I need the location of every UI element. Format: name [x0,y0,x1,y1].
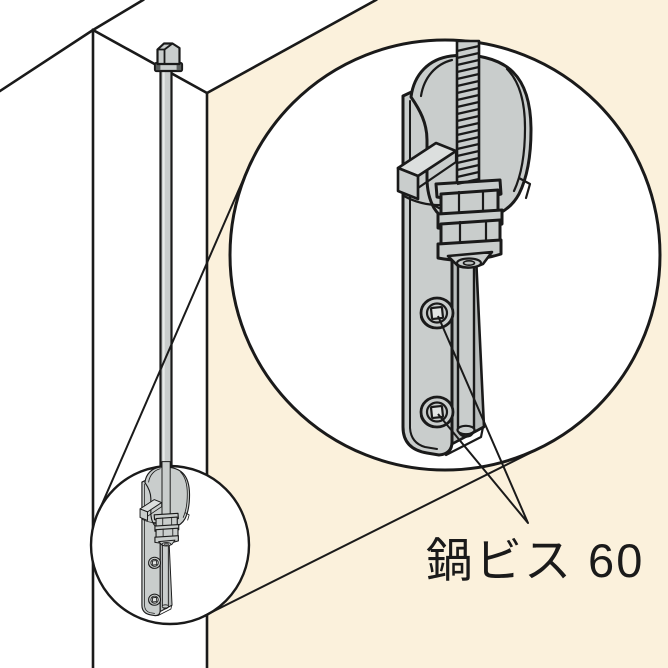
ceiling-edge-right [205,0,378,95]
ceiling-edge-middle [91,28,209,95]
connector-line-upper [98,163,251,512]
label-leader-lines [437,315,529,524]
hanging-rod [159,62,173,486]
threaded-rod [456,44,480,186]
magnifier-connector-lines [98,163,539,617]
rod-ceiling-cap [153,42,184,73]
hanger-bracket-large [396,39,533,457]
part-label: 鍋ビス 60 [426,534,644,587]
connector-line-lower [203,448,539,617]
